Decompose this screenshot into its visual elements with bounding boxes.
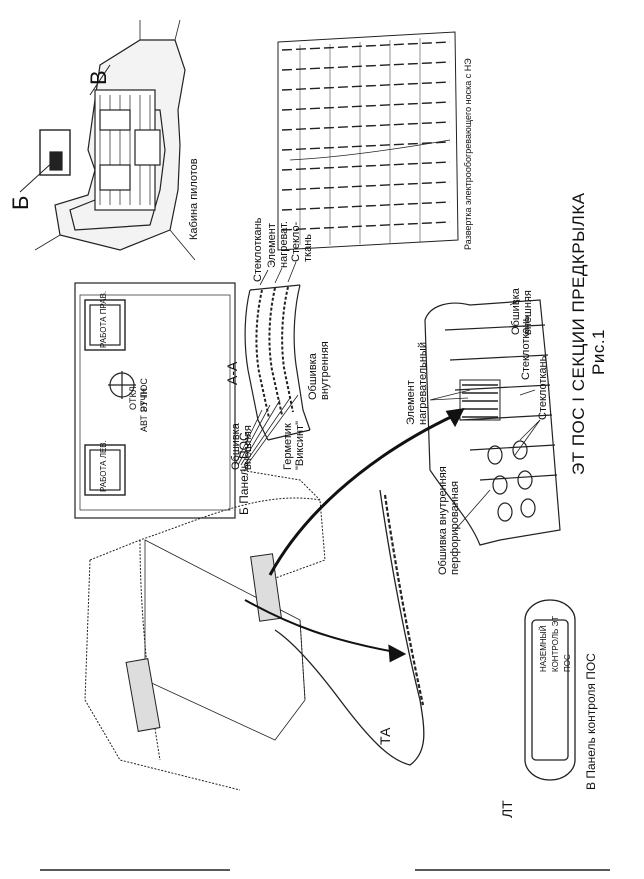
figure-number: Рис.1 <box>589 328 608 375</box>
aa-glass2: Стекло- ткань <box>290 221 314 262</box>
section-aa-title: А-А <box>224 361 240 385</box>
slat-profile-drawing <box>274 489 425 766</box>
cockpit-label: Кабина пилотов <box>188 158 200 240</box>
detail-inner-perf: Обшивка внутренняя перфорированная <box>437 466 461 575</box>
detail-leaders <box>429 299 541 531</box>
detail-heater: Элемент нагревательный <box>405 342 429 425</box>
aa-sealant: Герметик "Виксинт" <box>282 421 306 470</box>
btn-right-label: РАБОТА ПРАВ. <box>99 290 108 348</box>
aa-glass1: Стеклоткань <box>252 217 264 282</box>
letter-b: Б <box>8 195 33 210</box>
wing-ta: ТА <box>377 727 393 745</box>
layout-view-drawing <box>277 31 459 251</box>
control-panel-caption: В Панель контроля ПОС <box>584 653 598 790</box>
layout-caption: Развертка электрообогревающего носка с Н… <box>463 58 473 250</box>
leader-v <box>89 64 111 96</box>
figure-title: ЭТ ПОС I СЕКЦИИ ПРЕДКРЫЛКА <box>569 192 588 475</box>
aa-inner-skin: Обшивка внутренняя <box>307 341 331 400</box>
letter-v: В <box>86 70 111 85</box>
manual-label: РУЧН <box>139 387 149 412</box>
detail-outer-skin: Обшивка внешняя <box>510 288 534 335</box>
arrows <box>244 408 465 663</box>
control-panel-drawing <box>524 599 576 781</box>
control-panel-inner: НАЗЕМНЫЙ КОНТРОЛЬ ЭТ ПОС <box>539 615 572 672</box>
cockpit-drawing <box>34 19 196 261</box>
btn-left-label: РАБОТА ЛЕВ. <box>99 440 108 492</box>
aa-element: Элемент нагреват. <box>266 221 290 268</box>
detail-glass-bottom: Стеклоткань <box>537 355 549 420</box>
pos-panel-drawing <box>74 282 236 519</box>
wing-lt: ЛТ <box>499 800 515 818</box>
leader-b <box>19 159 56 193</box>
section-aa-leaders <box>234 261 299 466</box>
slat-detail-drawing <box>424 299 561 546</box>
aa-outer-skin: Обшивка внешняя <box>230 423 254 470</box>
section-aa-drawing <box>244 284 311 441</box>
